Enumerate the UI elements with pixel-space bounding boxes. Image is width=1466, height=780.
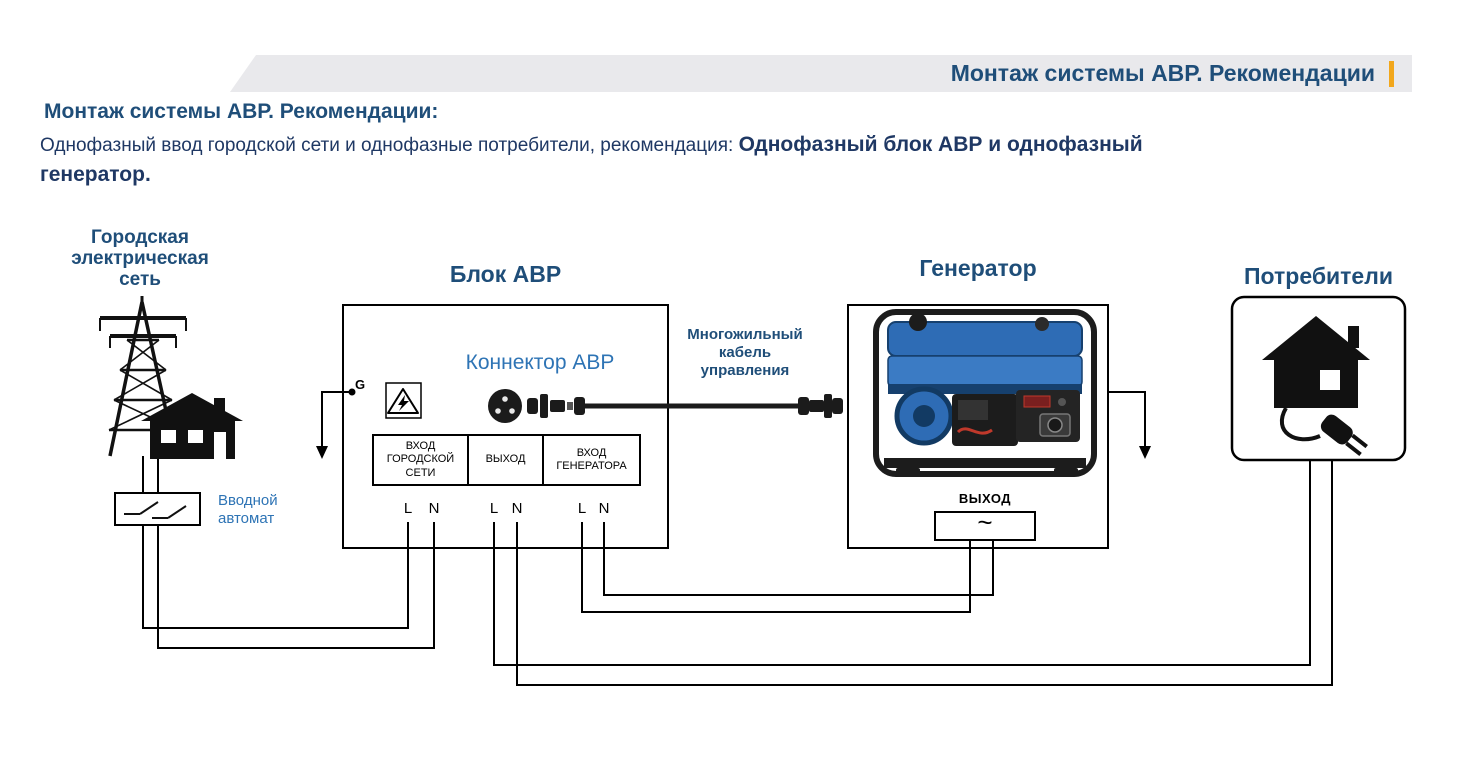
wires xyxy=(142,456,1333,686)
control-cable-label: Многожильный кабель управления xyxy=(687,326,803,379)
generator-icon xyxy=(873,309,1097,477)
intro-bold: Однофазный блок АВР и однофазный генерат… xyxy=(40,133,1143,187)
accent-bar-icon xyxy=(1389,60,1394,87)
cell-output-label: ВЫХОД xyxy=(485,453,526,466)
avr-connector-icon xyxy=(488,389,522,423)
avr-connector-label: Коннектор АВР xyxy=(465,351,615,374)
generator-output-symbol: ~ xyxy=(977,506,993,537)
terminal-output-n: N xyxy=(511,500,523,517)
generator-consumers-arrow-icon xyxy=(1108,391,1151,459)
input-breaker-box xyxy=(114,492,201,526)
control-cable-icon xyxy=(527,394,843,418)
terminal-city-l: L xyxy=(403,500,413,517)
terminal-generator-l: L xyxy=(577,500,587,517)
breaker-symbols-icon xyxy=(124,501,187,519)
wire-city-l xyxy=(142,456,409,629)
city-house-icon xyxy=(141,393,243,459)
city-grid-label: Городская электрическая сеть xyxy=(71,227,209,290)
ground-arrow-icon xyxy=(316,388,356,459)
intro-regular: Однофазный ввод городской сети и однофаз… xyxy=(40,135,739,156)
input-breaker-label: Вводной автомат xyxy=(218,492,278,527)
wire-generator-l xyxy=(581,522,971,613)
cell-generator-input-label: ВХОД ГЕНЕРАТОРА xyxy=(556,446,627,472)
page-title: Монтаж системы АВР. Рекомендации: xyxy=(44,100,439,123)
generator-title: Генератор xyxy=(919,255,1037,281)
intro-paragraph: Однофазный ввод городской сети и однофаз… xyxy=(40,130,1230,191)
banner-title: Монтаж системы АВР. Рекомендации xyxy=(950,60,1375,86)
terminal-output-l: L xyxy=(489,500,499,517)
avr-block-box xyxy=(342,304,669,549)
cell-city-input-label: ВХОД ГОРОДСКОЙ СЕТИ xyxy=(386,440,455,479)
wire-city-n xyxy=(157,456,435,649)
avr-block-title: Блок АВР xyxy=(449,261,562,287)
wire-output-n xyxy=(516,460,1333,686)
generator-output-box xyxy=(934,511,1036,541)
consumer-house-icon xyxy=(1262,316,1370,456)
warning-sign-icon xyxy=(385,382,422,419)
terminal-generator-n: N xyxy=(598,500,610,517)
header-banner: Монтаж системы АВР. Рекомендации xyxy=(230,55,1412,92)
wire-output-l xyxy=(493,460,1311,666)
consumers-label: Потребители xyxy=(1244,263,1393,289)
terminal-city-n: N xyxy=(428,500,440,517)
generator-output-label: ВЫХОД xyxy=(958,491,1012,506)
wire-generator-n xyxy=(603,522,994,596)
ground-label: G xyxy=(355,377,366,392)
